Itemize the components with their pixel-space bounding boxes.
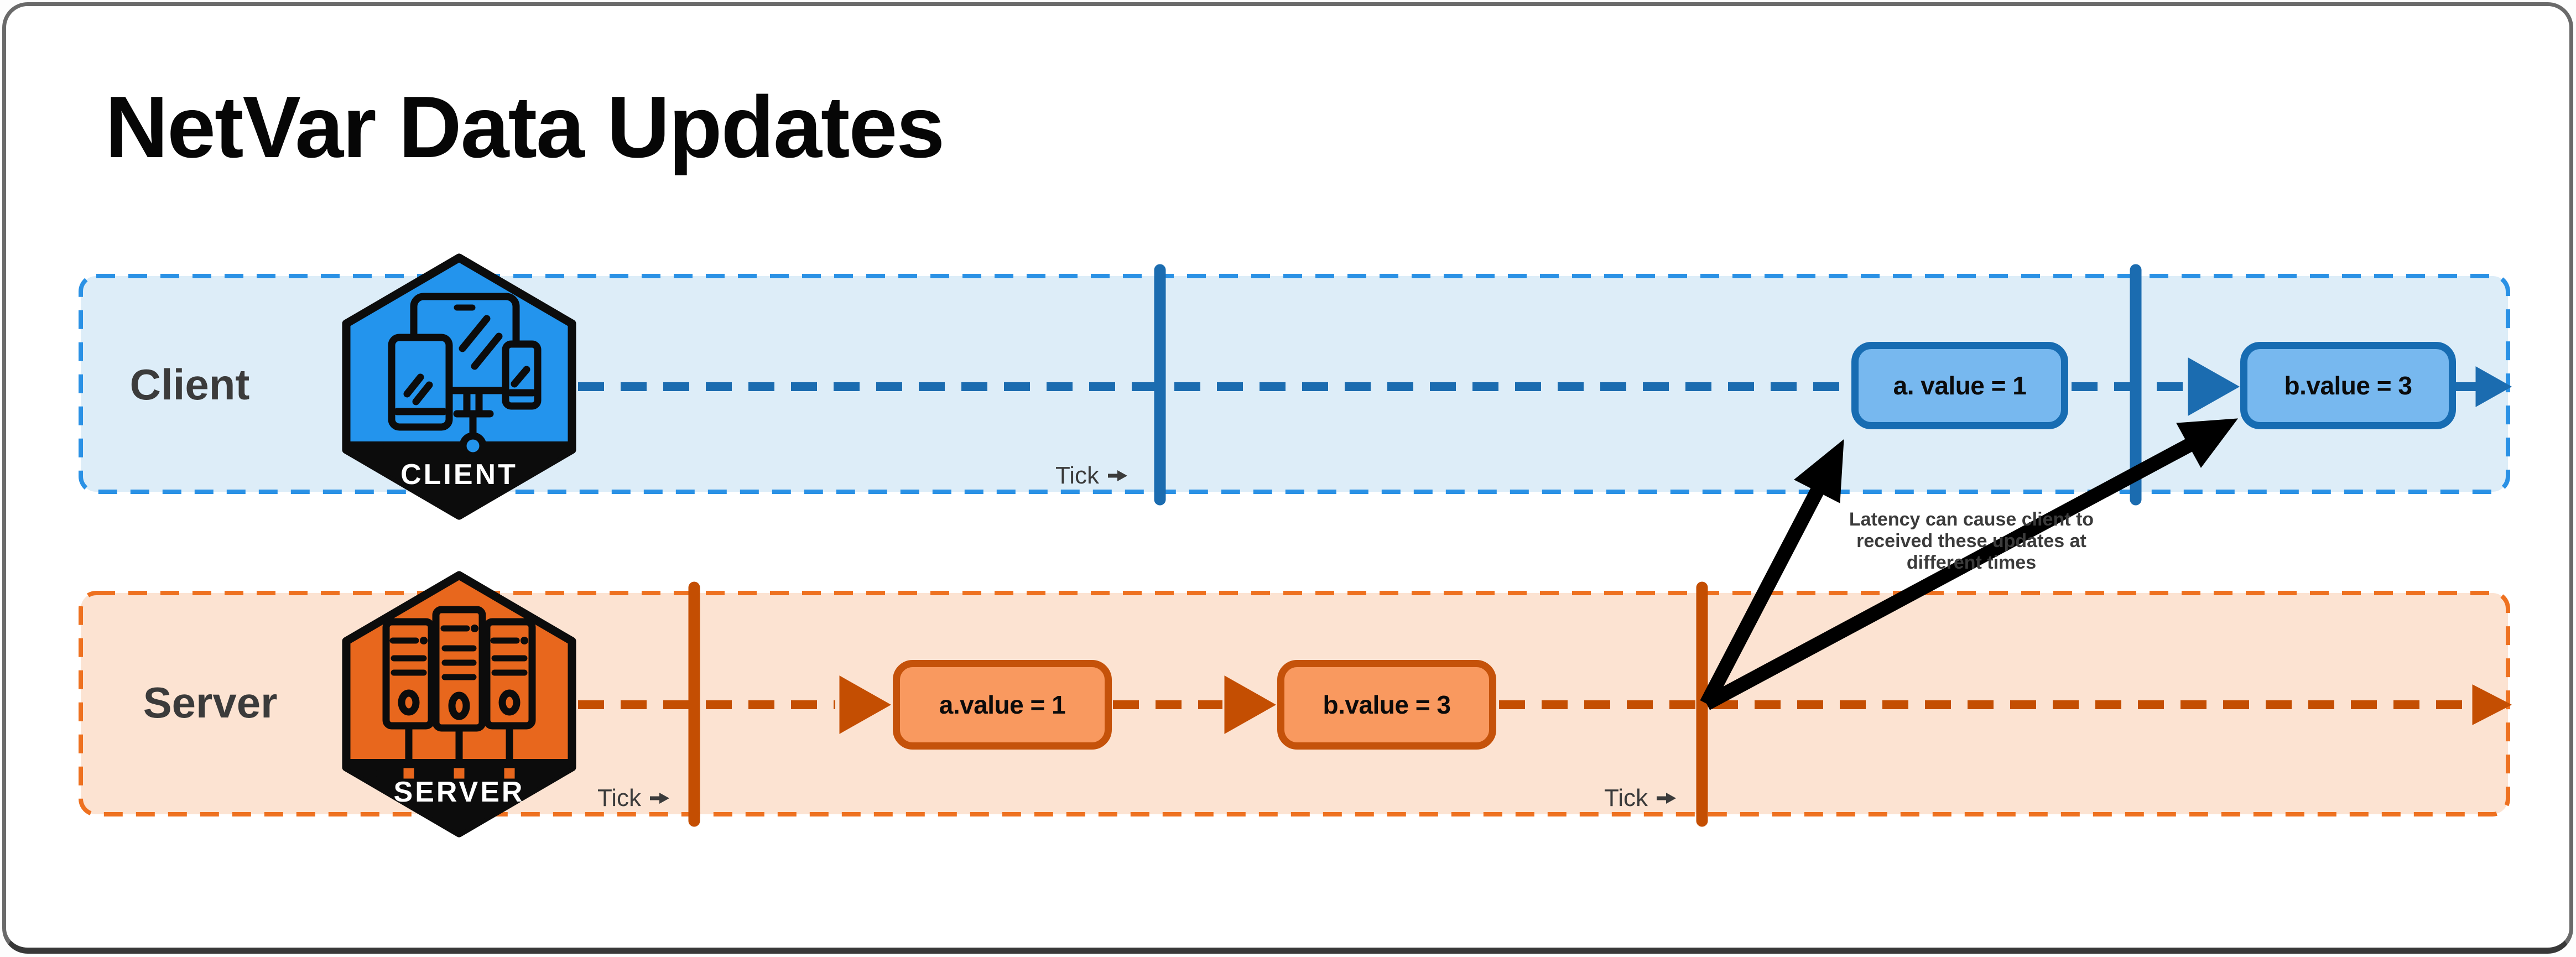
tick-arrow-icon: [1108, 470, 1128, 481]
latency-annotation-line-1: Latency can cause client to: [1849, 509, 2094, 530]
latency-arrow-2: [1703, 439, 2193, 710]
server-update-box-b: b.value = 3: [1277, 660, 1496, 750]
client-timeline: [578, 357, 2512, 416]
tick-arrow-icon: [1657, 793, 1677, 804]
latency-arrow-1: [1700, 487, 1824, 708]
page-title: NetVar Data Updates: [105, 79, 945, 176]
server-tick-label-1: Tick: [597, 784, 670, 812]
server-tick-label-2-text: Tick: [1604, 784, 1648, 812]
client-update-box-a: a. value = 1: [1851, 342, 2068, 429]
latency-arrow-2-head: [2176, 418, 2239, 468]
server-racks-icon: [342, 571, 576, 838]
latency-annotation: Latency can cause client to received the…: [1828, 509, 2115, 574]
tick-arrow-icon: [650, 793, 670, 804]
client-tick-label: Tick: [1055, 462, 1128, 489]
client-badge-label: CLIENT: [400, 459, 518, 491]
server-timeline: [578, 675, 2512, 734]
latency-arrow-1-head: [1794, 439, 1844, 503]
latency-annotation-line-2: received these updates at: [1856, 530, 2086, 552]
server-update-box-a: a.value = 1: [893, 660, 1112, 750]
server-tick-label-1-text: Tick: [597, 784, 642, 812]
client-lane-band: [79, 274, 2510, 494]
server-tick-label-2: Tick: [1604, 784, 1677, 812]
client-devices-icon: [342, 253, 576, 520]
client-tick-label-text: Tick: [1055, 462, 1100, 489]
server-lane-label: Server: [143, 678, 278, 727]
server-arrowhead-end: [2472, 684, 2512, 725]
client-arrowhead-end: [2475, 366, 2512, 407]
client-arrowhead-to-box2: [2188, 357, 2240, 416]
latency-annotation-line-3: different times: [1906, 552, 2037, 573]
server-badge-label: SERVER: [393, 776, 525, 808]
client-update-box-b: b.value = 3: [2240, 342, 2456, 429]
client-lane-label: Client: [129, 360, 250, 409]
client-badge-hexagon: CLIENT: [342, 253, 576, 520]
server-badge-hexagon: SERVER: [342, 571, 576, 838]
server-arrowhead-to-box1: [839, 675, 892, 734]
server-arrowhead-to-box2: [1224, 675, 1277, 734]
